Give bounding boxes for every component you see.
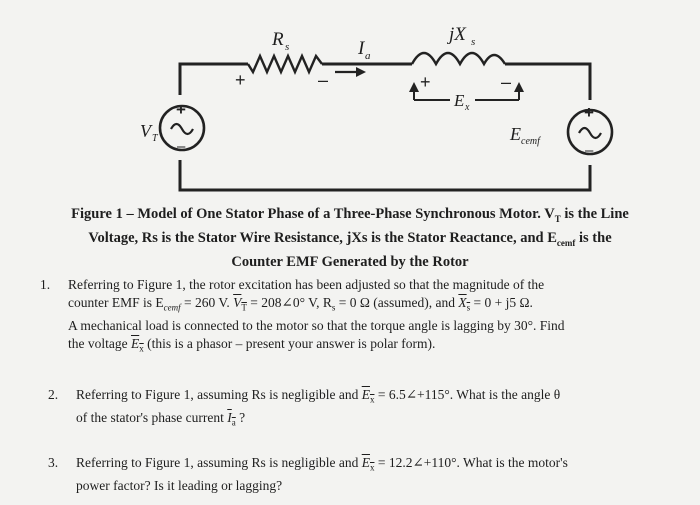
question-3: 3. Referring to Figure 1, assuming Rs is… (48, 455, 568, 493)
circuit-diagram: R s I a jX s E x V T E cemf + – + – + – … (140, 24, 614, 192)
caption-line-2: Voltage, Rs is the Stator Wire Resistanc… (88, 229, 612, 248)
label-ex-sub: x (464, 102, 470, 113)
caption-line-3: Counter EMF Generated by the Rotor (231, 253, 469, 270)
rs-minus: – (318, 70, 328, 90)
ecemf-minus: – (585, 142, 594, 159)
figure-caption: Figure 1 – Model of One Stator Phase of … (30, 205, 670, 272)
rs-plus: + (235, 70, 246, 90)
label-ecemf: E (509, 124, 521, 144)
label-rs-sub: s (285, 41, 289, 53)
current-arrow (335, 67, 366, 77)
label-jxs: jX (446, 24, 467, 45)
ex-plus: + (420, 72, 431, 92)
source-vt (158, 104, 206, 152)
circuit-wires (178, 62, 592, 192)
label-vt-sub: T (152, 133, 159, 144)
label-jxs-sub: s (471, 36, 475, 48)
vt-plus: + (176, 100, 186, 119)
ecemf-plus: + (584, 103, 594, 122)
vt-minus: – (177, 138, 186, 155)
ex-minus: – (501, 72, 511, 92)
source-ecemf (566, 108, 614, 156)
label-ecemf-sub: cemf (521, 136, 541, 147)
question-number: 3. (48, 455, 59, 470)
ex-arrows (409, 82, 524, 101)
question-1: 1. Referring to Figure 1, the rotor exci… (40, 277, 565, 354)
question-2: 2. Referring to Figure 1, assuming Rs is… (48, 387, 561, 428)
caption-line-1: Figure 1 – Model of One Stator Phase of … (71, 206, 629, 224)
question-number: 1. (40, 277, 51, 292)
question-number: 2. (48, 387, 59, 402)
label-vt: V (140, 121, 153, 141)
label-ex: E (453, 91, 465, 110)
resistor-rs (246, 53, 323, 75)
label-rs: R (271, 29, 284, 50)
label-ia-sub: a (365, 50, 371, 62)
inductor-jxs (410, 51, 507, 67)
label-ia: I (357, 38, 366, 59)
